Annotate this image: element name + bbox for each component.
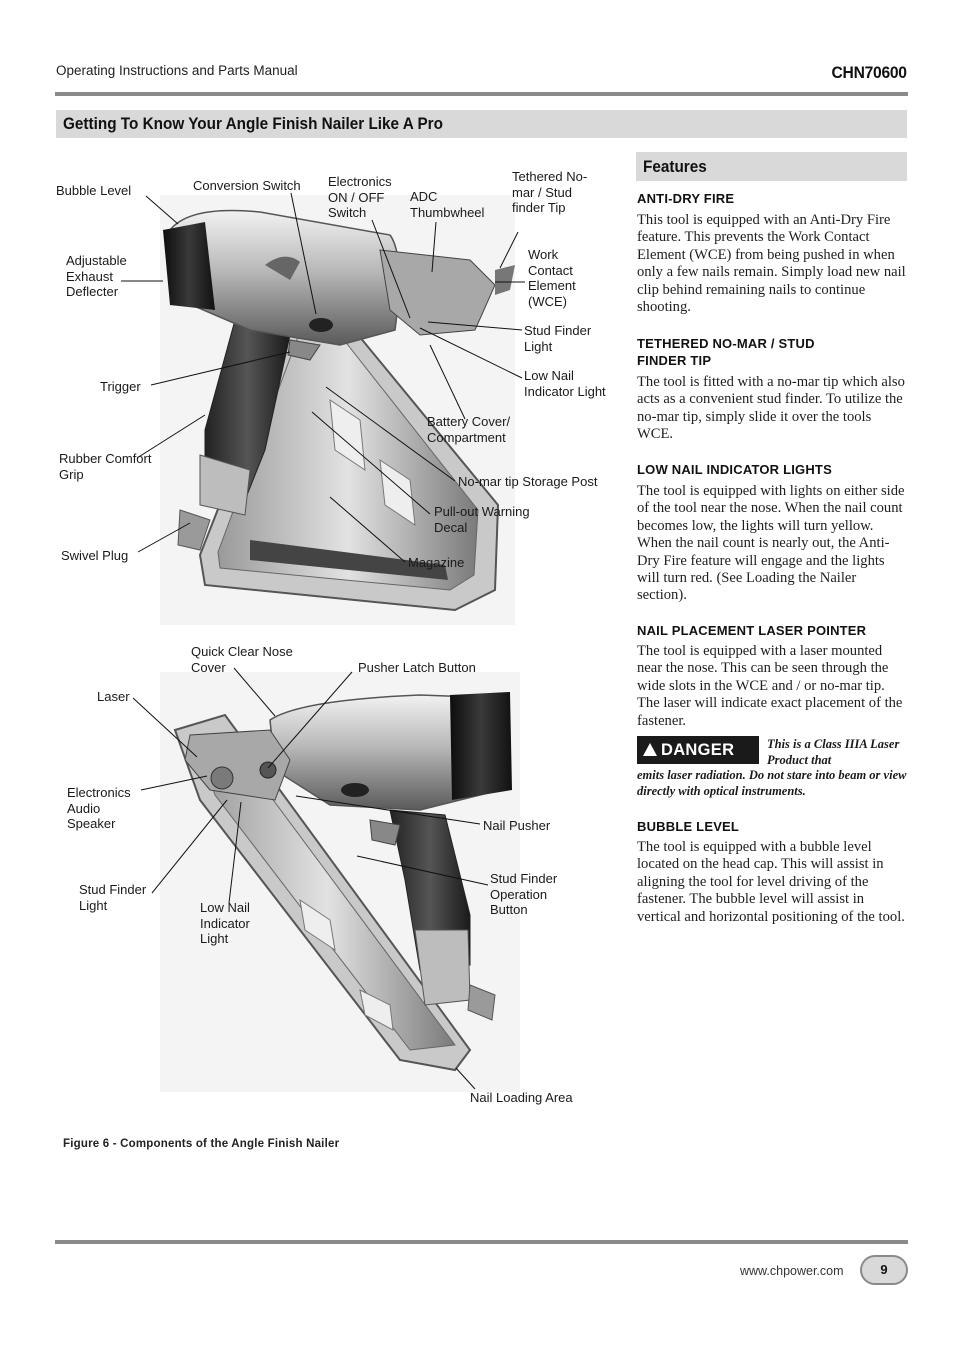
label-tethered-tip: Tethered No- mar / Stud finder Tip — [512, 169, 588, 215]
label-stud-finder-button: Stud Finder Operation Button — [490, 871, 558, 917]
manual-title: Operating Instructions and Parts Manual — [56, 63, 298, 78]
section-title: Getting To Know Your Angle Finish Nailer… — [63, 114, 443, 133]
danger-text-1: This is a Class IIIA Laser Product that — [767, 737, 900, 767]
label-laser: Laser — [97, 689, 130, 704]
features-title: Features — [643, 157, 707, 176]
leader-lines — [121, 192, 525, 1090]
label-adc-thumbwheel: ADC Thumbwheel — [410, 189, 485, 220]
label-quick-clear: Quick Clear Nose Cover — [191, 644, 293, 675]
feature-text-bubble-level: The tool is equipped with a bubble level… — [637, 839, 905, 925]
label-rubber-grip: Rubber Comfort Grip — [59, 451, 152, 482]
figure-caption: Figure 6 - Components of the Angle Finis… — [63, 1138, 340, 1150]
label-nail-loading: Nail Loading Area — [470, 1090, 573, 1105]
label-pusher-latch: Pusher Latch Button — [358, 660, 476, 675]
feature-heading-anti-dry-fire: ANTI-DRY FIRE — [637, 191, 735, 206]
features-bar — [636, 152, 907, 181]
label-electronics-switch: Electronics ON / OFF Switch — [328, 174, 392, 220]
bottom-rule — [55, 1240, 908, 1244]
feature-heading-tethered-tip: TETHERED NO-MAR / STUD FINDER TIP — [637, 336, 815, 368]
top-rule — [55, 92, 908, 96]
label-stud-finder-light: Stud Finder Light — [524, 323, 592, 354]
label-magazine: Magazine — [408, 555, 465, 570]
label-audio-speaker: Electronics Audio Speaker — [67, 785, 131, 831]
feature-text-tethered-tip: The tool is fitted with a no-mar tip whi… — [637, 374, 905, 443]
label-storage-post: No-mar tip Storage Post — [458, 474, 598, 489]
page-number: 9 — [860, 1255, 908, 1285]
feature-text-laser: The tool is equipped with a laser mounte… — [637, 643, 903, 729]
feature-heading-laser: NAIL PLACEMENT LASER POINTER — [637, 623, 867, 638]
footer-url[interactable]: www.chpower.com — [740, 1264, 844, 1278]
label-battery-cover: Battery Cover/ Compartment — [427, 414, 511, 445]
model-number: CHN70600 — [831, 63, 907, 82]
nailer-side-view-1 — [160, 195, 515, 625]
danger-badge: DANGER — [637, 736, 759, 764]
label-bubble-level: Bubble Level — [56, 183, 132, 198]
danger-label: DANGER — [661, 741, 735, 759]
nailer-side-view-2 — [160, 672, 520, 1092]
label-low-nail-light-2: Low Nail Indicator Light — [200, 900, 250, 946]
label-nail-pusher: Nail Pusher — [483, 818, 551, 833]
feature-text-anti-dry-fire: This tool is equipped with an Anti-Dry F… — [637, 212, 906, 316]
label-low-nail-light: Low Nail Indicator Light — [524, 368, 606, 399]
feature-heading-bubble-level: BUBBLE LEVEL — [637, 819, 740, 834]
label-trigger: Trigger — [100, 379, 141, 394]
label-warning-decal: Pull-out Warning Decal — [434, 504, 530, 535]
danger-text-2: emits laser radiation. Do not stare into… — [637, 768, 907, 798]
label-adjustable-exhaust: Adjustable Exhaust Deflecter — [66, 253, 127, 299]
label-stud-finder-light-2: Stud Finder Light — [79, 882, 147, 913]
section-bar — [56, 110, 907, 138]
label-conversion-switch: Conversion Switch — [193, 178, 301, 193]
feature-heading-low-nail: LOW NAIL INDICATOR LIGHTS — [637, 462, 832, 477]
label-swivel-plug: Swivel Plug — [61, 548, 129, 563]
label-wce: Work Contact Element (WCE) — [528, 247, 576, 309]
warning-triangle-icon — [643, 743, 657, 756]
feature-text-low-nail: The tool is equipped with lights on eith… — [637, 483, 905, 604]
